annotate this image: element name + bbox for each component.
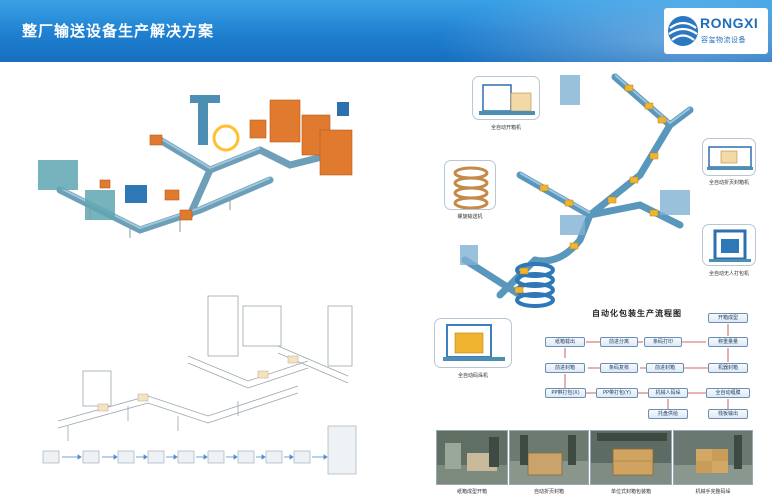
photo-caption-auto-fold-seal: 自动折页封箱 bbox=[533, 489, 564, 495]
logo-text-en: RONGXI bbox=[700, 15, 759, 31]
photo-caption-carton-forming: 纸箱成型开箱 bbox=[456, 489, 487, 495]
flow-box-carton-forming: 开箱成型 bbox=[708, 313, 748, 323]
flow-box-separation: 前进分离 bbox=[600, 337, 638, 347]
packing-line-drawing bbox=[38, 276, 368, 476]
flow-box-auto-wrapping: 全自动缠膜 bbox=[706, 388, 750, 398]
conveyor-system-render bbox=[440, 65, 760, 325]
machine-thumbnail-carton-erector bbox=[472, 76, 540, 120]
photo-carton-forming bbox=[436, 430, 508, 485]
machine-label-palletizer: 全自动码垛机 bbox=[457, 373, 488, 379]
flow-box-strapping-y: PP带打包(Y) bbox=[596, 388, 638, 398]
flow-box-carton-output: 纸箱载出 bbox=[545, 337, 585, 347]
flow-box-robot-palletizing: 机械人码垛 bbox=[648, 388, 688, 398]
flow-box-weighing: 称重量量 bbox=[708, 337, 748, 347]
page-title: 整厂输送设备生产解决方案 bbox=[22, 22, 215, 40]
flow-box-forward-seal-2: 前进封箱 bbox=[646, 363, 684, 373]
photo-auto-fold-seal bbox=[509, 430, 589, 485]
flowchart-title: 自动化包装生产流程图 bbox=[592, 309, 682, 318]
flow-box-forward-seal: 前进封箱 bbox=[545, 363, 585, 373]
machine-label-strapping-machine: 全自动无人打包机 bbox=[708, 271, 749, 277]
machine-thumbnail-strapping-machine bbox=[702, 224, 756, 266]
photo-carton-sealing bbox=[590, 430, 672, 485]
production-line-render bbox=[30, 80, 370, 250]
flow-box-barcode-print: 条码打印 bbox=[644, 337, 682, 347]
machine-label-spiral-conveyor: 螺旋输送机 bbox=[457, 214, 483, 220]
globe-logo-icon bbox=[668, 16, 698, 46]
company-logo: RONGXI 容玺物流设备 bbox=[664, 8, 768, 54]
flow-box-pallet-output: 栈板输出 bbox=[708, 409, 748, 419]
machine-thumbnail-case-sealer bbox=[702, 138, 756, 176]
logo-text-cn: 容玺物流设备 bbox=[701, 36, 746, 44]
flow-box-pallet-supply: 托盘供给 bbox=[648, 409, 688, 419]
photo-robot-palletizing bbox=[673, 430, 753, 485]
flow-box-machine-seal: 机器封箱 bbox=[708, 363, 748, 373]
flow-box-strapping-x: PP带打包(X) bbox=[545, 388, 586, 398]
photo-caption-carton-sealing: 单位式封箱包装箱 bbox=[610, 489, 651, 495]
machine-thumbnail-spiral-conveyor bbox=[444, 160, 496, 210]
machine-thumbnail-palletizer bbox=[434, 318, 512, 368]
flow-box-barcode-check: 条码复核 bbox=[600, 363, 638, 373]
machine-label-case-sealer: 全自动折页封箱机 bbox=[708, 180, 749, 186]
photo-caption-robot-palletizing: 机械手完整码垛 bbox=[695, 489, 731, 495]
machine-label-carton-erector: 全自动开箱机 bbox=[490, 125, 521, 131]
